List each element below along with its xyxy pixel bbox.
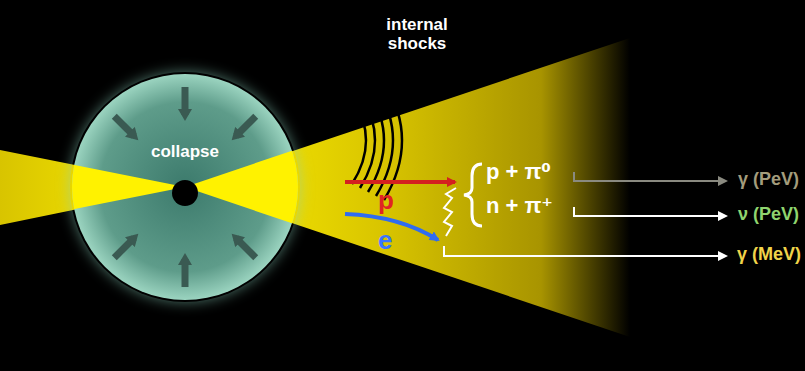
output-label: ν (PeV) — [738, 205, 799, 225]
electron-label: e — [378, 226, 392, 255]
output-label: γ (PeV) — [738, 170, 799, 190]
reaction-label: p + π⁰ — [486, 160, 551, 184]
bracket — [464, 164, 482, 226]
gamma-pev-line — [574, 172, 726, 181]
neutrino-line — [574, 207, 726, 216]
output-label: γ (MeV) — [737, 245, 801, 265]
proton-label: p — [378, 186, 394, 215]
sphere-outline — [70, 72, 300, 302]
node-label: collapse — [70, 142, 300, 162]
proton-arrow — [345, 180, 455, 184]
collapse-sphere: collapse — [70, 72, 300, 302]
reaction-label: n + π⁺ — [486, 194, 553, 218]
gamma-mev-line — [444, 246, 726, 256]
photon-zigzag — [444, 188, 456, 236]
jet-right — [185, 38, 630, 337]
shock-label: internal shocks — [372, 16, 462, 53]
